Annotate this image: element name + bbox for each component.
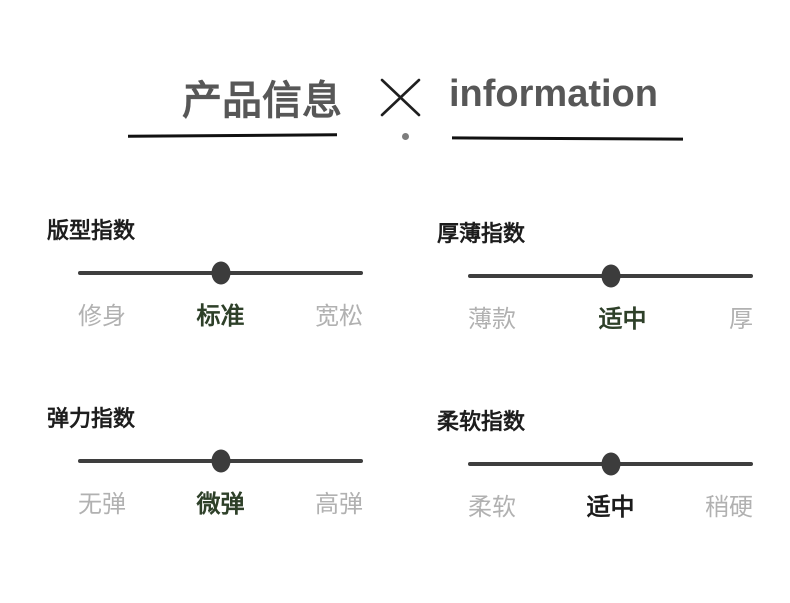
slider-option-selected: 微弹 bbox=[196, 491, 245, 518]
slider-option-right: 高弹 bbox=[315, 491, 363, 518]
slider-option-right: 厚 bbox=[729, 306, 753, 333]
slider-title-elasticity: 弹力指数 bbox=[47, 406, 136, 431]
slider-option-left: 柔软 bbox=[468, 494, 516, 521]
slider-option-right: 宽松 bbox=[315, 303, 363, 330]
slider-track-thickness bbox=[468, 264, 753, 288]
slider-knob-thickness bbox=[601, 264, 620, 288]
page-title-chinese: 产品信息 bbox=[182, 79, 342, 123]
slider-labels-thickness: 薄款 适中 厚 bbox=[468, 308, 753, 332]
title-underline-left bbox=[127, 133, 338, 138]
slider-block-fit: 版型指数 修身 标准 宽松 bbox=[47, 213, 367, 343]
title-underline-right bbox=[451, 136, 684, 141]
slider-knob-fit bbox=[211, 261, 230, 285]
slider-labels-fit: 修身 标准 宽松 bbox=[78, 305, 363, 329]
slider-option-selected: 适中 bbox=[586, 494, 635, 521]
slider-track-softness bbox=[468, 452, 753, 476]
slider-labels-elasticity: 无弹 微弹 高弹 bbox=[78, 493, 363, 517]
slider-track-elasticity bbox=[78, 449, 363, 473]
slider-title-fit: 版型指数 bbox=[47, 218, 136, 243]
slider-option-selected: 适中 bbox=[598, 306, 647, 333]
slider-knob-softness bbox=[601, 452, 620, 476]
slider-labels-softness: 柔软 适中 稍硬 bbox=[468, 496, 753, 520]
slider-option-selected: 标准 bbox=[196, 303, 245, 330]
slider-option-left: 薄款 bbox=[468, 306, 516, 333]
slider-option-left: 修身 bbox=[78, 303, 126, 330]
slider-block-thickness: 厚薄指数 薄款 适中 厚 bbox=[437, 216, 757, 346]
slider-option-left: 无弹 bbox=[78, 491, 126, 518]
slider-title-softness: 柔软指数 bbox=[437, 409, 526, 434]
slider-title-thickness: 厚薄指数 bbox=[437, 221, 526, 246]
slider-block-elasticity: 弹力指数 无弹 微弹 高弹 bbox=[47, 401, 367, 531]
slider-track-fit bbox=[78, 261, 363, 285]
x-mark-icon bbox=[379, 77, 422, 118]
page-title-english: information bbox=[449, 73, 658, 115]
slider-knob-elasticity bbox=[211, 449, 230, 473]
slider-block-softness: 柔软指数 柔软 适中 稍硬 bbox=[437, 404, 757, 534]
separator-dot bbox=[402, 133, 409, 140]
slider-option-right: 稍硬 bbox=[705, 494, 753, 521]
